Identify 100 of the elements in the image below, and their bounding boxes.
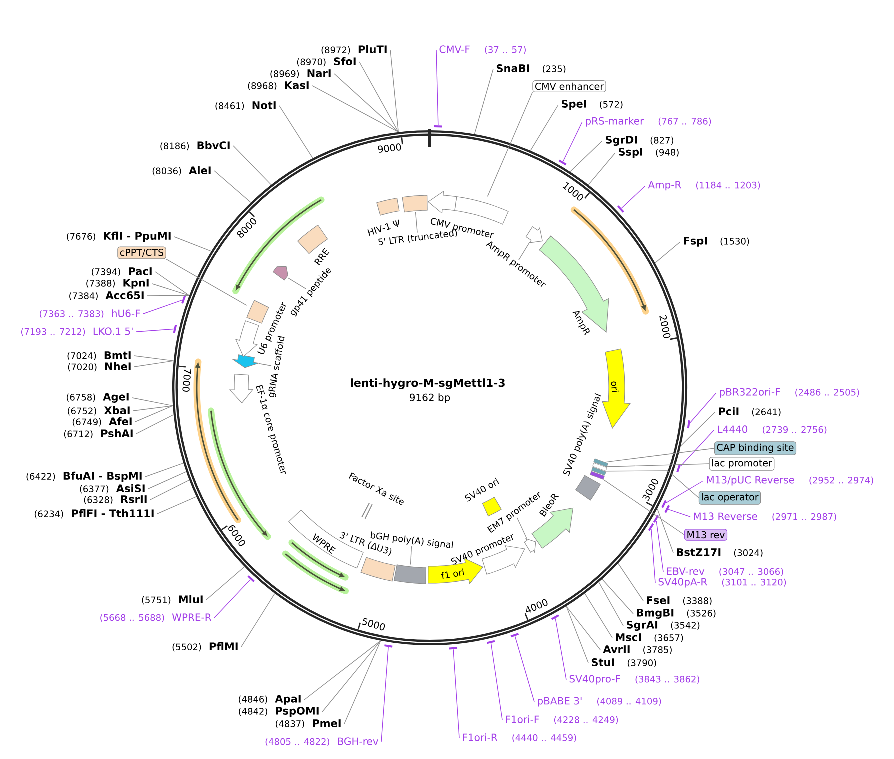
site-label: (8036) AleI — [152, 166, 211, 176]
site-label: (6758) AgeI — [66, 393, 129, 403]
leader-line — [598, 582, 624, 626]
leader-line — [603, 479, 685, 536]
leader-line — [214, 170, 252, 203]
plasmid-length: 9162 bp — [410, 394, 450, 404]
leader-line — [334, 74, 399, 133]
leader-line — [566, 606, 589, 664]
feature-block — [272, 266, 288, 281]
leader-line — [150, 480, 190, 500]
leader-line — [157, 496, 197, 514]
primer-mark — [648, 523, 654, 532]
primer-mark — [653, 515, 660, 524]
site-label: (4846) ApaI — [239, 695, 301, 705]
primer-leader — [651, 529, 656, 584]
primer-mark — [664, 505, 670, 514]
site-label: (5502) PflMI — [172, 642, 238, 652]
primer-mark — [662, 500, 667, 508]
leader-line — [155, 272, 190, 296]
site-label: (6377) AsiSI — [80, 484, 145, 494]
primer-label: pRS-marker (767 .. 786) — [586, 117, 712, 127]
primer-label: SV40pro-F (3843 .. 3862) — [570, 675, 700, 685]
primer-mark — [486, 640, 496, 644]
leader-line — [570, 140, 603, 172]
leader-line — [206, 566, 245, 600]
primer-mark — [434, 126, 442, 128]
primer-leader — [143, 300, 183, 314]
leader-line — [390, 50, 399, 133]
primer-leader — [436, 50, 439, 126]
leader-line — [288, 278, 307, 290]
feature-block: ori — [602, 348, 631, 430]
tick-label: 3000 — [642, 478, 658, 502]
feature-box — [454, 196, 509, 225]
leader-line — [166, 258, 248, 306]
primer-label: SV40pA-R (3101 .. 3120) — [658, 578, 786, 588]
primer-label: pBR322ori-F (2486 .. 2505) — [720, 388, 860, 398]
leader-line — [602, 579, 634, 614]
primer-label: F1ori-F (4228 .. 4249) — [506, 716, 618, 724]
primer-leader — [514, 636, 535, 702]
site-label: (7676) KflI - PpuMI — [67, 232, 171, 242]
primer-mark — [558, 160, 567, 166]
feature-block — [232, 354, 260, 368]
primer-label: pBABE 3' (4089 .. 4109) — [538, 697, 662, 707]
feature-tag: M13 rev — [684, 529, 728, 541]
site-label: AvrII (3785) — [603, 646, 672, 654]
primer-leader — [690, 392, 717, 424]
site-label: MscI (3657) — [616, 634, 684, 642]
primer-mark — [617, 206, 624, 213]
primer-label: (7363 .. 7383) hU6-F — [40, 310, 140, 318]
site-label: (6234) PflFI - Tth111I — [34, 509, 154, 519]
primer-leader — [656, 520, 664, 572]
feature-tag: lac promoter — [709, 457, 775, 471]
site-label: StuI (3790) — [592, 658, 656, 668]
leader-line — [680, 412, 716, 446]
leader-line — [136, 414, 174, 434]
site-label: (7024) BmtI — [68, 352, 131, 360]
feature-bar — [590, 471, 605, 480]
leader-line — [135, 406, 174, 422]
site-label: (6749) AfeI — [72, 417, 132, 427]
primer-leader — [621, 186, 646, 209]
leader-line — [588, 152, 616, 186]
leader-line — [474, 68, 494, 135]
site-label: (7394) PacI — [92, 268, 152, 276]
site-label: (6422) BfuAI - BspMI — [26, 472, 142, 482]
site-label: (6712) PshAI — [64, 429, 133, 439]
primer-leader — [381, 647, 389, 742]
leader-line — [233, 146, 272, 186]
site-label: (8972) PluTI — [322, 45, 387, 55]
leader-line — [655, 242, 681, 264]
site-label: (8969) NarI — [270, 70, 331, 78]
leader-line — [304, 640, 382, 700]
primer-label: M13/pUC Reverse (2952 .. 2974) — [707, 476, 874, 486]
leader-line — [604, 448, 715, 463]
leader-line — [487, 92, 534, 198]
leader-line — [148, 472, 187, 490]
site-label: (8186) BbvCI — [160, 141, 230, 151]
site-label: (5751) MluI — [142, 595, 203, 605]
primer-leader — [453, 649, 460, 738]
leader-line — [241, 593, 276, 648]
site-label: FseI (3388) — [647, 596, 712, 606]
feature-tag: CAP binding site — [714, 442, 797, 456]
leader-line — [344, 640, 382, 724]
primer-mark — [449, 647, 458, 650]
leader-line — [132, 398, 174, 406]
feature-bar — [592, 462, 608, 472]
leader-line — [152, 284, 190, 296]
feature-box — [394, 564, 427, 584]
feature-tag: lac operator — [698, 491, 762, 505]
primer-mark — [182, 296, 186, 304]
node-label: HIV-1 Ψ — [368, 220, 400, 236]
leader-line — [174, 236, 212, 252]
primer-label: CMV-F (37 .. 57) — [440, 46, 526, 54]
site-label: (6752) XbaI — [68, 406, 130, 416]
leader-line — [359, 62, 399, 133]
feature-block — [524, 538, 536, 554]
primer-leader — [680, 430, 715, 467]
leader-line — [258, 363, 272, 366]
site-label: SgrDI (827) — [606, 136, 674, 146]
site-label: (8461) NotI — [216, 102, 276, 110]
leader-line — [145, 462, 184, 478]
